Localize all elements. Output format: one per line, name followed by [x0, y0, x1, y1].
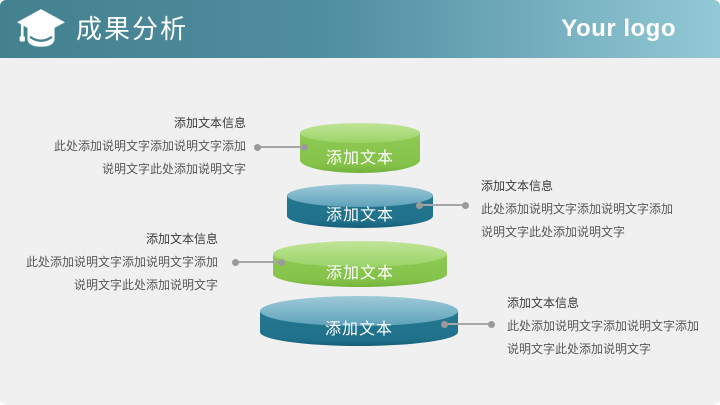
cylinder-level-3: 添加文本: [273, 241, 447, 287]
connector-line-4: [441, 320, 495, 328]
annotation-text: 此处添加说明文字添加说明文字添加: [481, 202, 674, 216]
graduation-cap-icon: [16, 8, 66, 52]
annotation-level-4: 添加文本信息 此处添加说明文字添加说明文字添加 说明文字此处添加说明文字: [507, 292, 720, 361]
cylinder-top-ellipse: [300, 123, 420, 143]
annotation-level-2: 添加文本信息 此处添加说明文字添加说明文字添加 说明文字此处添加说明文字: [481, 175, 720, 244]
annotation-level-1: 添加文本信息 此处添加说明文字添加说明文字添加 说明文字此处添加说明文字: [0, 112, 246, 181]
cylinder-level-1: 添加文本: [300, 123, 420, 173]
connector-line-3: [232, 258, 285, 266]
annotation-title: 添加文本信息: [481, 179, 554, 193]
cylinder-top-ellipse: [273, 241, 447, 267]
annotation-title: 添加文本信息: [145, 232, 218, 246]
cylinder-label: 添加文本: [325, 150, 394, 167]
logo-text: Your logo: [561, 15, 676, 42]
annotation-title: 添加文本信息: [507, 296, 580, 310]
cylinder-label: 添加文本: [324, 321, 393, 338]
annotation-level-3: 添加文本信息 此处添加说明文字添加说明文字添加 说明文字此处添加说明文字: [0, 228, 218, 297]
annotation-text: 此处添加说明文字添加说明文字添加: [25, 255, 218, 269]
cylinder-top-ellipse: [287, 184, 433, 207]
annotation-text: 此处添加说明文字添加说明文字添加: [507, 319, 700, 333]
annotation-text: 说明文字此处添加说明文字: [73, 278, 218, 292]
connector-line-1: [254, 143, 308, 151]
annotation-title: 添加文本信息: [173, 116, 246, 130]
cylinder-label: 添加文本: [325, 265, 394, 282]
annotation-text: 说明文字此处添加说明文字: [101, 162, 246, 176]
cylinder-level-4: 添加文本: [260, 296, 458, 346]
annotation-text: 说明文字此处添加说明文字: [507, 342, 652, 356]
cylinder-label: 添加文本: [325, 207, 394, 224]
page-title: 成果分析: [76, 14, 189, 44]
annotation-text: 说明文字此处添加说明文字: [481, 225, 626, 239]
annotation-text: 此处添加说明文字添加说明文字添加: [53, 139, 246, 153]
connector-line-2: [416, 201, 469, 209]
slide-header: 成果分析 Your logo: [0, 0, 720, 58]
cylinder-top-ellipse: [260, 296, 458, 326]
cylinder-level-2: 添加文本: [287, 184, 433, 228]
